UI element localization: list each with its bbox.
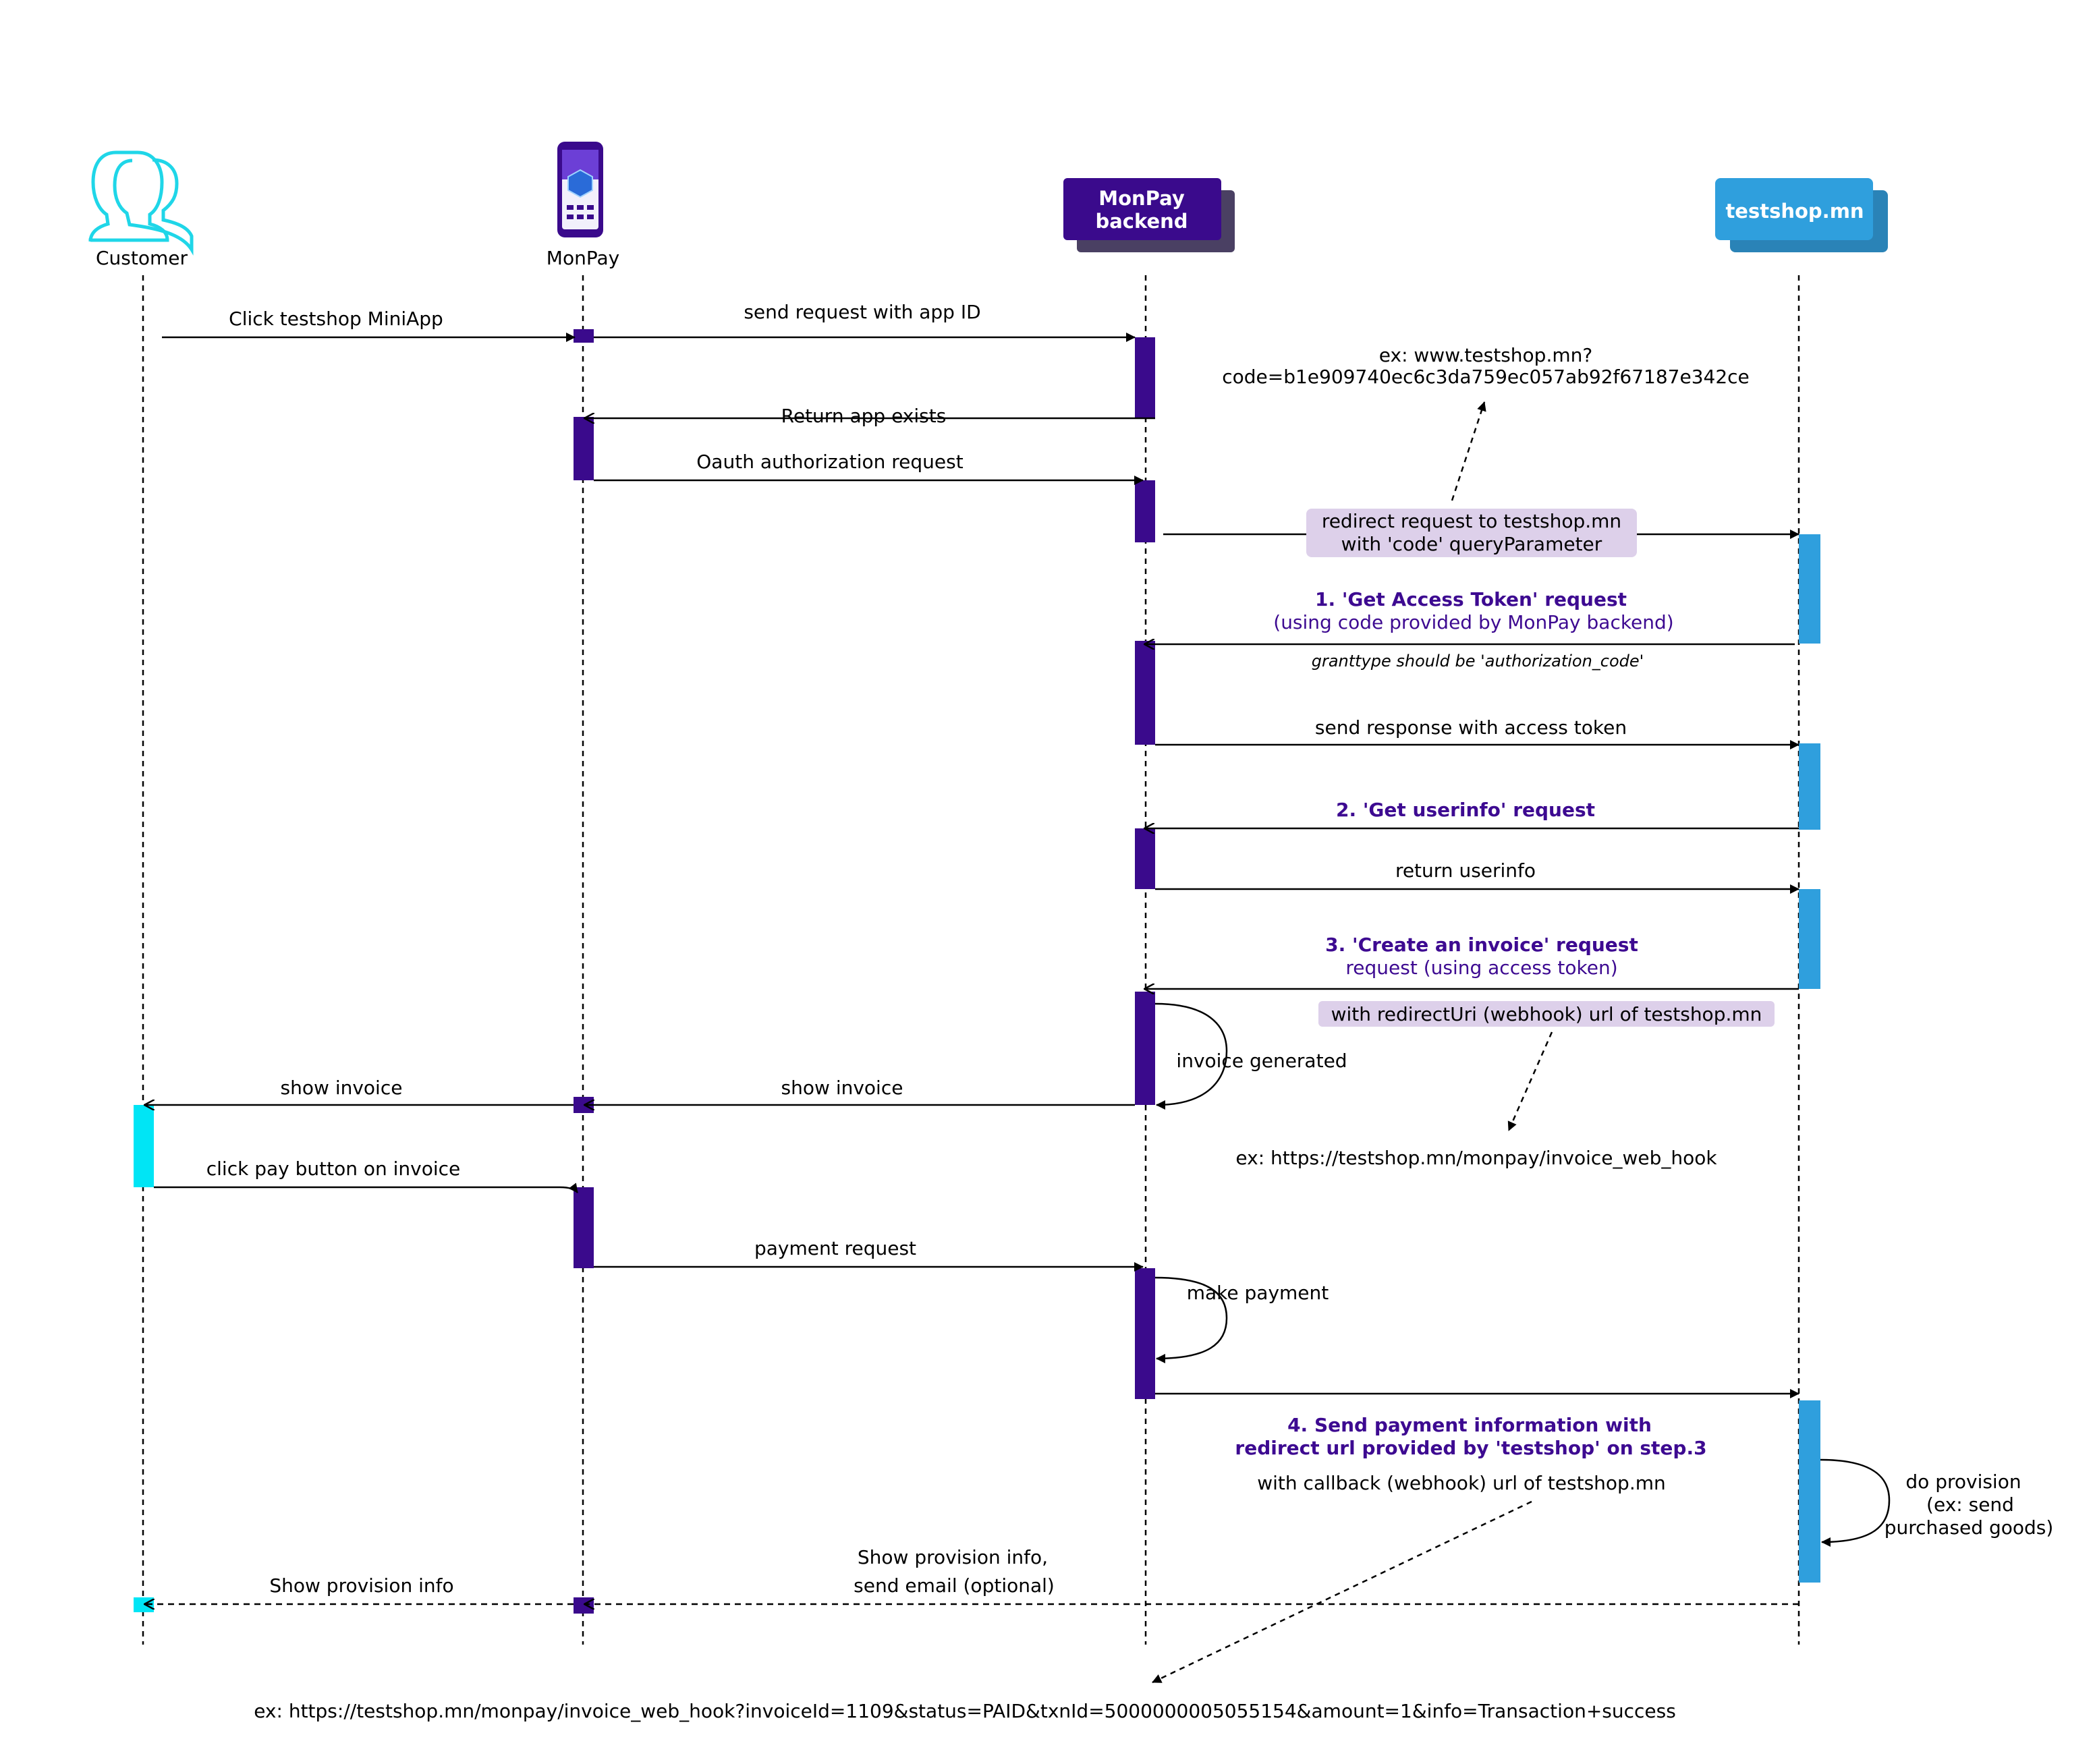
message-label: Return app exists <box>781 405 947 427</box>
monpay-activation <box>574 1597 594 1614</box>
note-box <box>1318 1001 1775 1027</box>
message-note: with redirectUri (webhook) url of testsh… <box>1331 1003 1762 1025</box>
backend-label-line2: backend <box>1095 210 1188 233</box>
message-label: Show provision info <box>269 1574 453 1597</box>
activations <box>134 329 1820 1614</box>
note-pointer <box>1451 401 1486 501</box>
phone-icon <box>557 142 603 237</box>
customer-activation <box>134 1105 154 1187</box>
example-note: code=b1e909740ec6c3da759ec057ab92f67187e… <box>1222 366 1750 388</box>
monpay-label: MonPay <box>547 247 619 269</box>
backend-activation <box>1135 1268 1155 1399</box>
message-arrow <box>154 1183 578 1193</box>
self-call-label: make payment <box>1187 1282 1329 1304</box>
message-label: show invoice <box>281 1077 403 1099</box>
message-label: send request with app ID <box>744 301 980 323</box>
message-label: show invoice <box>781 1077 903 1099</box>
self-call-label: invoice generated <box>1176 1050 1347 1072</box>
self-call-label: (ex: send <box>1926 1493 2014 1516</box>
step-subtitle: request (using access token) <box>1345 957 1617 979</box>
step-title: 2. 'Get userinfo' request <box>1336 799 1595 821</box>
note-pointer <box>1152 1500 1532 1684</box>
backend-activation <box>1135 480 1155 542</box>
testshop-label: testshop.mn <box>1725 200 1864 223</box>
message-label: Oauth authorization request <box>696 451 963 473</box>
example-note: ex: https://testshop.mn/monpay/invoice_w… <box>1235 1147 1717 1169</box>
testshop-activation <box>1799 1400 1820 1583</box>
monpay-activation <box>574 1187 594 1268</box>
final-example-note: ex: https://testshop.mn/monpay/invoice_w… <box>254 1700 1676 1722</box>
example-note: ex: www.testshop.mn? <box>1379 344 1592 366</box>
backend-label-line1: MonPay <box>1098 187 1185 210</box>
step-title: 4. Send payment information with <box>1287 1414 1652 1436</box>
message-label: redirect request to testshop.mn <box>1322 510 1621 532</box>
message-note: granttype should be 'authorization_code' <box>1312 652 1644 671</box>
note-box <box>1306 509 1637 557</box>
customer-label: Customer <box>96 247 188 269</box>
step-title: 1. 'Get Access Token' request <box>1315 588 1627 610</box>
self-call-arrow <box>1820 1458 1891 1547</box>
testshop-activation <box>1799 743 1820 830</box>
monpay-activation <box>574 329 594 343</box>
step-title: 3. 'Create an invoice' request <box>1325 934 1638 956</box>
self-call-label: purchased goods) <box>1885 1516 2054 1539</box>
backend-activation <box>1135 828 1155 889</box>
testshop-box: testshop.mn <box>1715 178 1888 252</box>
monpay-activation <box>574 417 594 480</box>
message-label: payment request <box>754 1237 916 1259</box>
self-call-arrow <box>1154 1276 1228 1363</box>
message-note: with callback (webhook) url of testshop.… <box>1257 1472 1666 1494</box>
note-pointer <box>1507 1031 1553 1131</box>
step-title: redirect url provided by 'testshop' on s… <box>1235 1437 1706 1459</box>
backend-activation <box>1135 992 1155 1105</box>
self-call-arrow <box>1154 1002 1228 1110</box>
self-call-label: do provision <box>1905 1471 2021 1493</box>
message-label: with 'code' queryParameter <box>1341 533 1602 555</box>
message-label: click pay button on invoice <box>206 1158 461 1180</box>
testshop-activation <box>1799 534 1820 644</box>
backend-activation <box>1135 337 1155 418</box>
monpay-backend-box: MonPay backend <box>1063 178 1235 252</box>
message-label: return userinfo <box>1395 859 1536 882</box>
message-label: Show provision info, <box>858 1546 1048 1568</box>
message-label: Click testshop MiniApp <box>229 308 443 330</box>
message-label: send response with access token <box>1315 716 1627 739</box>
testshop-activation <box>1799 889 1820 989</box>
message-label: send email (optional) <box>854 1574 1055 1597</box>
backend-activation <box>1135 641 1155 745</box>
customer-icon <box>88 150 194 256</box>
step-subtitle: (using code provided by MonPay backend) <box>1273 611 1673 633</box>
